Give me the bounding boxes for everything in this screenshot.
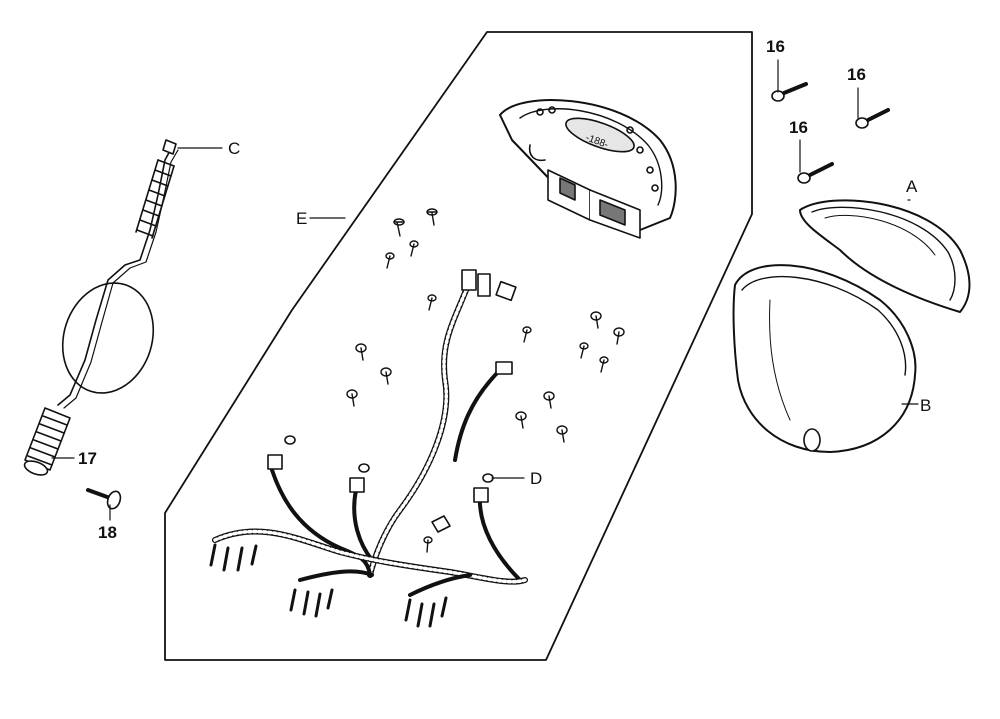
- meter-assembly: -188-: [499, 99, 677, 239]
- callout-16-lower: 16: [789, 118, 808, 137]
- callout-d: D: [530, 469, 543, 488]
- cable-lower-ribbed-end: [23, 407, 71, 476]
- wire-harness: [209, 269, 528, 628]
- leader-lines: [51, 59, 919, 521]
- callout-b: B: [920, 396, 932, 415]
- callout-c: C: [228, 139, 241, 158]
- bolts-16: [771, 82, 890, 184]
- cover-b: [732, 264, 917, 453]
- kit-boundary-outline: [164, 31, 753, 661]
- callout-e: E: [296, 209, 308, 228]
- speedometer-cable: [23, 139, 179, 476]
- callout-16-right: 16: [847, 65, 866, 84]
- cable-loop: [61, 282, 155, 394]
- callout-16-left: 16: [766, 37, 785, 56]
- visor-a: [799, 199, 971, 313]
- callout-a: A: [906, 177, 918, 196]
- cable-upper-ribbed-sleeve: [135, 159, 175, 239]
- callout-18: 18: [98, 523, 117, 542]
- kit-screws: [346, 208, 625, 553]
- screw-18: [86, 488, 122, 510]
- callout-17: 17: [78, 449, 97, 468]
